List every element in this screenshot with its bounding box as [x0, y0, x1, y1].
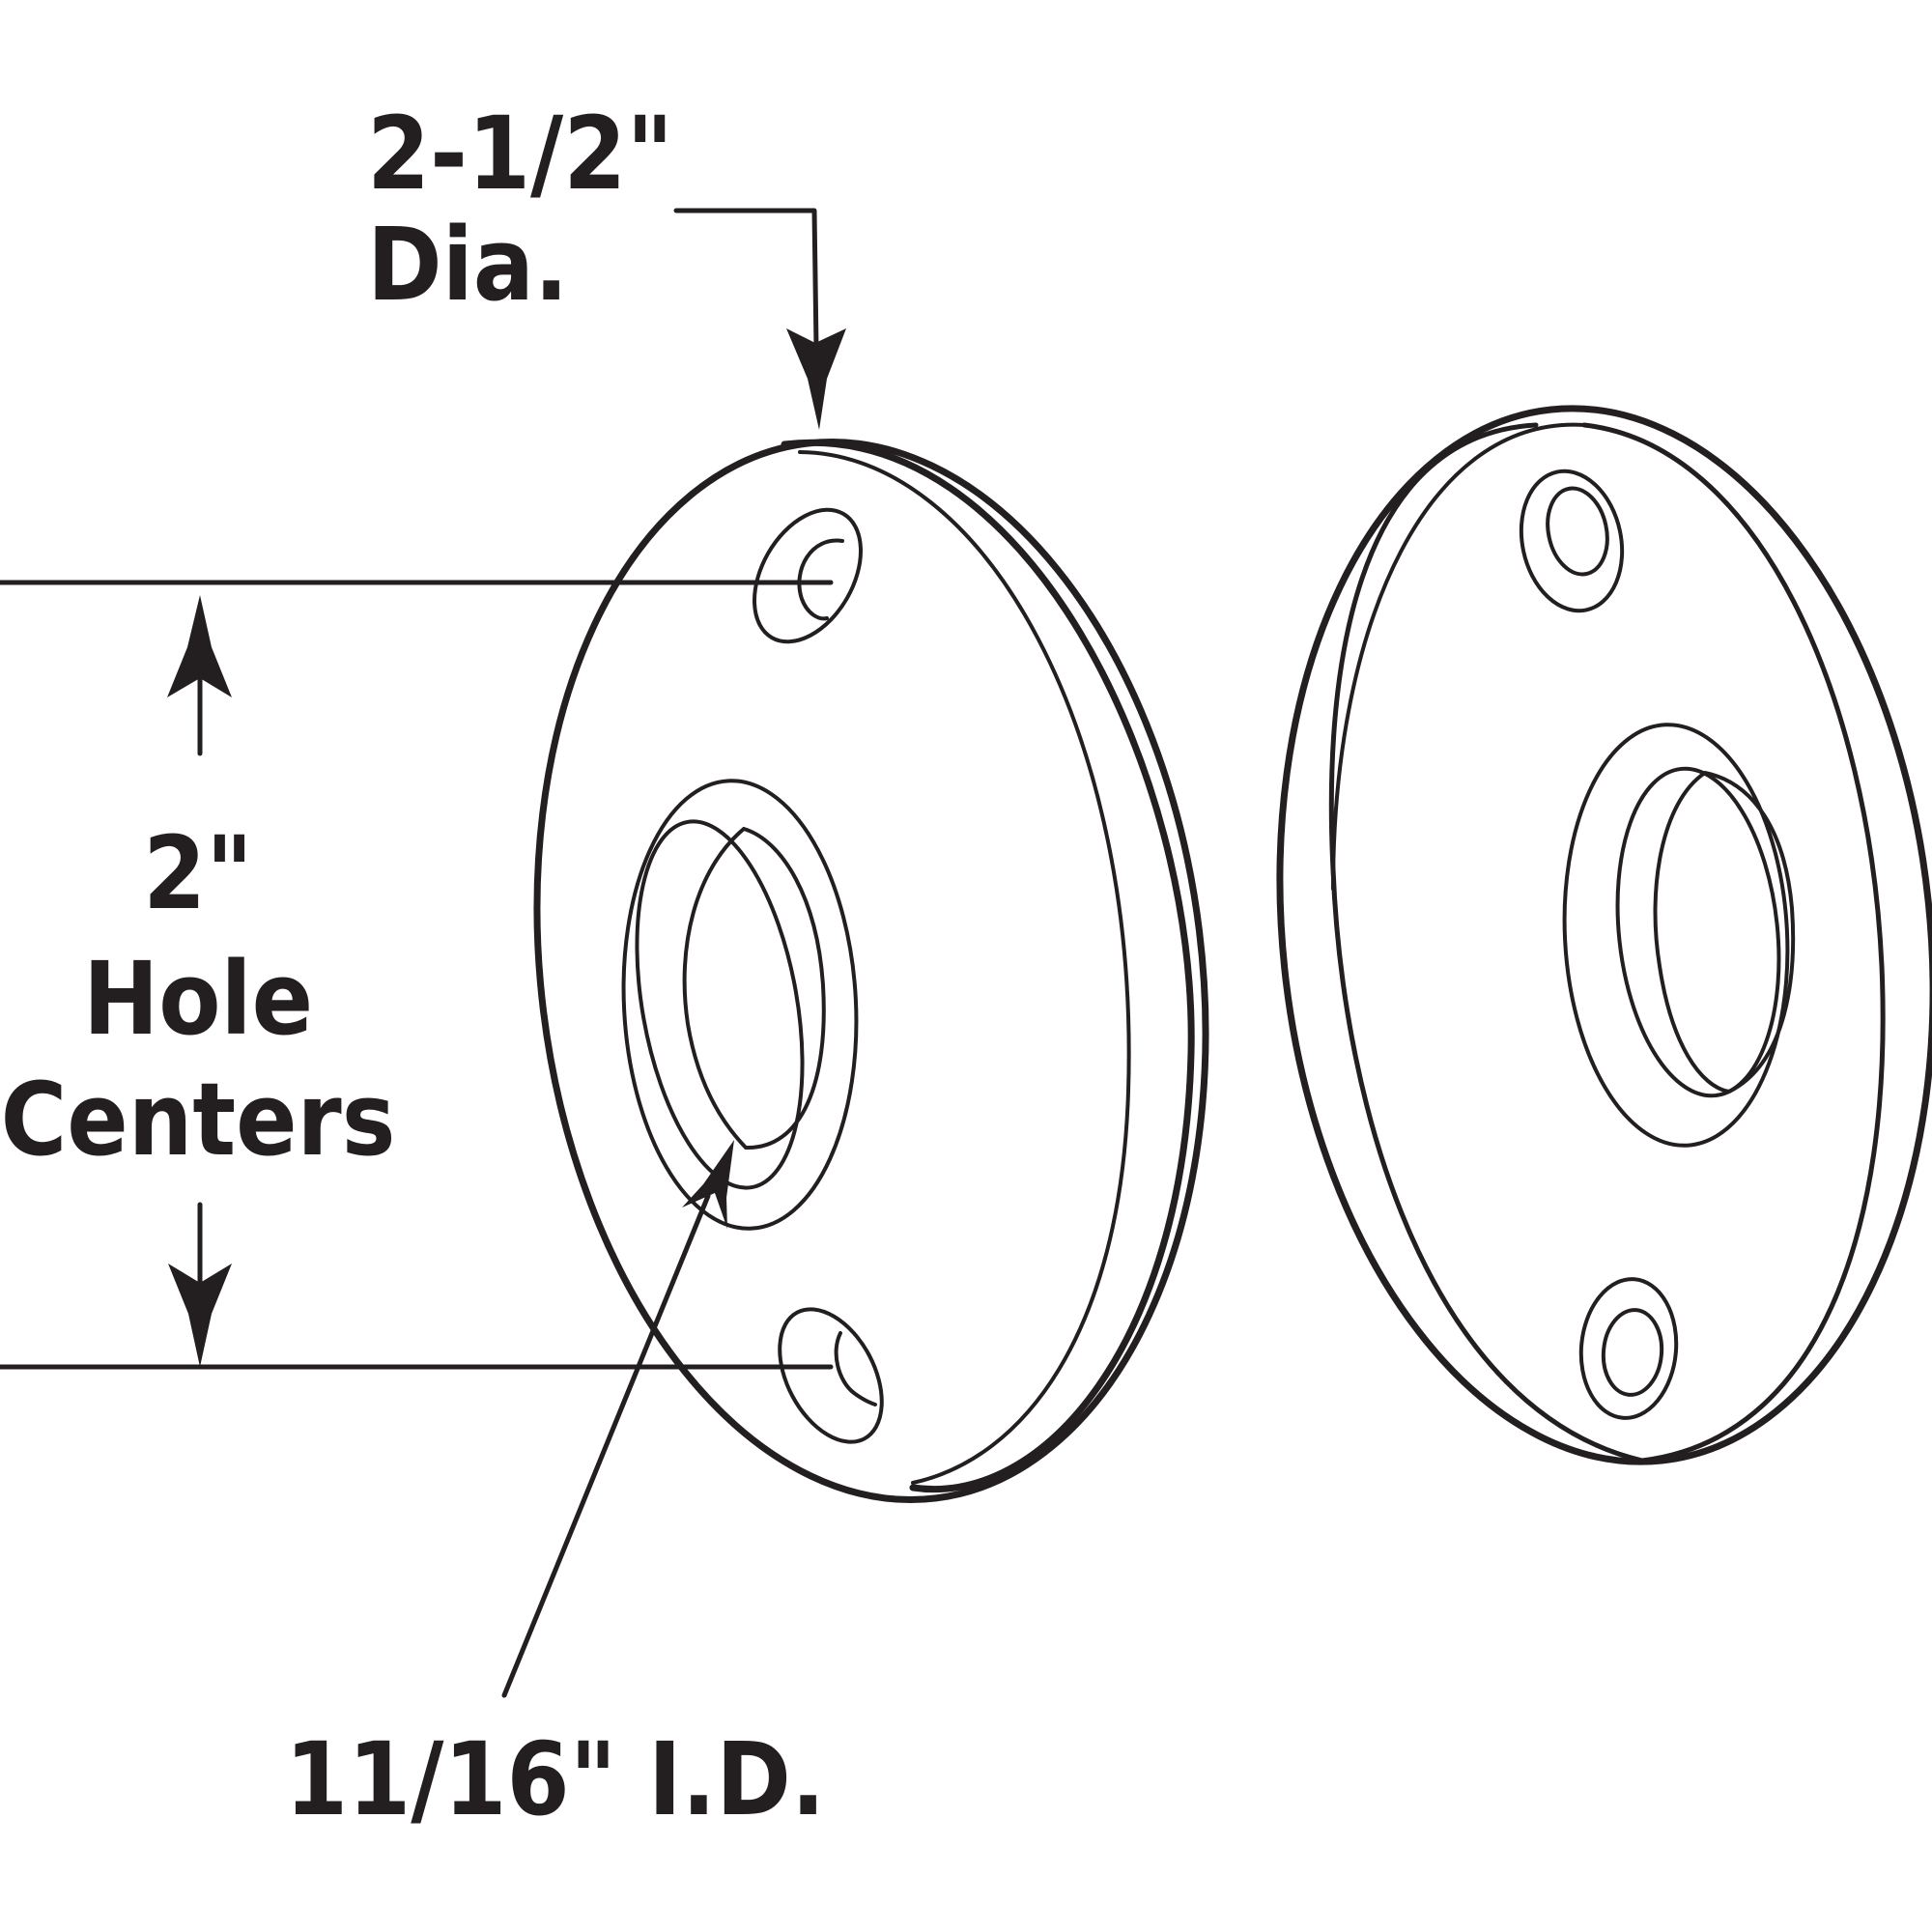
hole-centers-dimension [0, 580, 834, 1370]
right-rosette-outer-rim [1276, 405, 1932, 1465]
left-rosette-inner-rim [798, 450, 1131, 1485]
inner-diameter-leader-line [501, 1193, 711, 1698]
inner-diameter-dimension [501, 1140, 734, 1698]
left-rosette-outer-rim [533, 439, 1209, 1503]
inner-diameter-arrowhead [682, 1140, 734, 1229]
right-center-hole [1562, 723, 1796, 1148]
left-rosette-back-rim [781, 439, 1195, 1492]
diameter-unit-label: Dia. [367, 206, 568, 324]
right-rosette [1276, 405, 1932, 1465]
inner-diameter-label: 11/16" I.D. [285, 1720, 825, 1838]
diameter-arrowhead [786, 328, 846, 430]
hole-centers-up-arrowhead [167, 595, 232, 697]
left-rosette [533, 439, 1209, 1503]
left-center-hole [621, 779, 859, 1231]
hole-centers-value-label: 2" [143, 814, 253, 932]
left-bottom-screw-hole [778, 1307, 884, 1444]
right-rosette-front-rim [1331, 422, 1586, 891]
left-top-screw-hole [752, 507, 864, 644]
diameter-dimension [673, 208, 846, 430]
right-rosette-inner-rim [1328, 422, 1886, 1463]
hole-centers-line1-label: Hole [83, 940, 313, 1058]
hole-centers-line2-label: Centers [1, 1061, 396, 1179]
right-top-screw-hole [1519, 469, 1625, 613]
diameter-value-label: 2-1/2" [367, 95, 673, 213]
diameter-leader-line [673, 208, 819, 351]
hole-centers-down-arrowhead [168, 1264, 232, 1367]
right-bottom-screw-hole [1578, 1277, 1679, 1420]
